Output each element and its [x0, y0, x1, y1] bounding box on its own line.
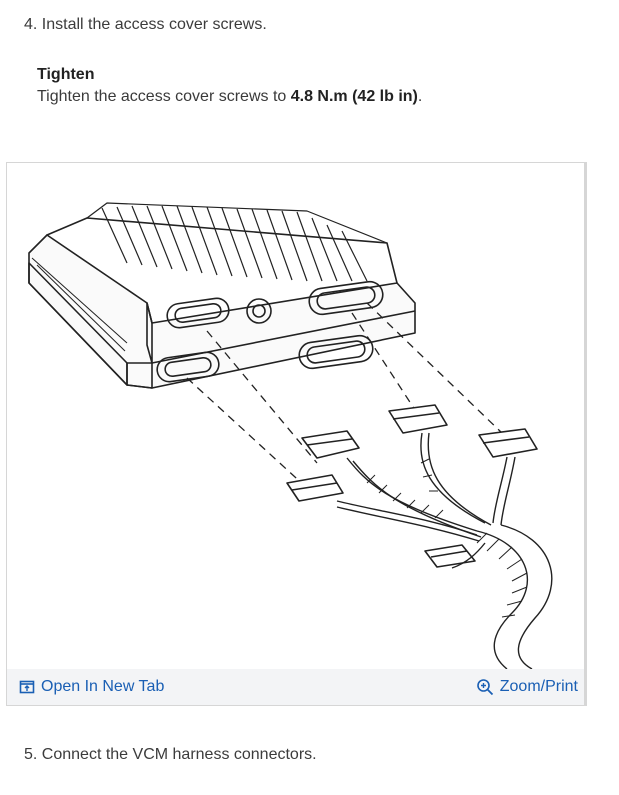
zoom-print-link[interactable]: Zoom/Print: [476, 678, 578, 696]
note-text: Tighten the access cover screws to 4.8 N…: [37, 88, 422, 106]
zoom-print-label: Zoom/Print: [499, 678, 578, 695]
step-4-text: 4. Install the access cover screws.: [24, 16, 267, 33]
note-text-after: .: [417, 88, 423, 105]
torque-value: 4.8 N.m (42 lb in): [290, 88, 418, 105]
tighten-note: Tighten Tighten the access cover screws …: [37, 66, 422, 106]
zoom-in-icon: [476, 679, 493, 696]
vcm-connector-illustration: [28, 202, 553, 669]
note-text-before: Tighten the access cover screws to: [37, 88, 291, 105]
note-title: Tighten: [37, 66, 95, 83]
open-in-new-tab-link[interactable]: Open In New Tab: [19, 678, 164, 696]
open-tab-icon: [19, 680, 35, 694]
figure-toolbar: Open In New Tab Zoom/Print: [7, 669, 584, 705]
step-5-text: 5. Connect the VCM harness connectors.: [24, 746, 317, 763]
figure-panel: Open In New Tab Zoom/Print: [6, 162, 587, 706]
open-in-new-tab-label: Open In New Tab: [41, 678, 165, 695]
